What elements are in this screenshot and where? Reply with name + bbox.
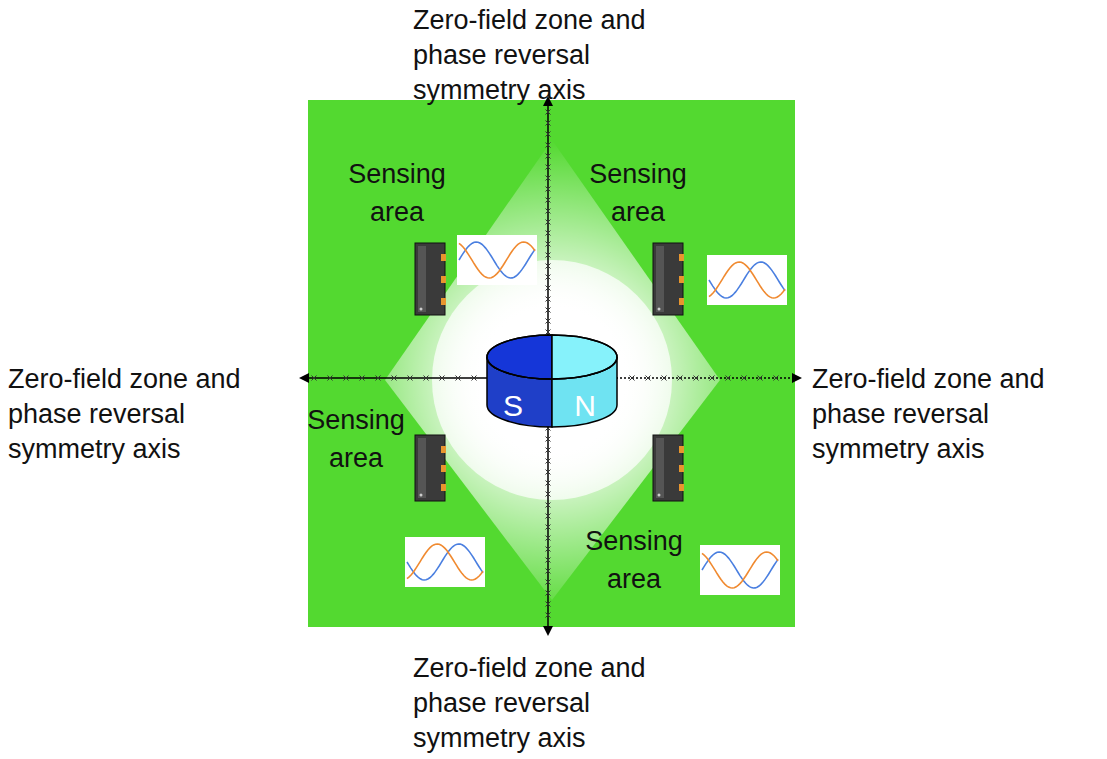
sensors	[415, 243, 684, 501]
waveform-box	[707, 255, 787, 305]
sensor-chip	[415, 243, 446, 315]
sensor-chip	[653, 435, 684, 501]
axis-label: Zero-field zone and phase reversal symme…	[8, 362, 278, 467]
pole-label: S	[500, 388, 526, 424]
area-label: Sensing area	[337, 155, 457, 231]
waveform-box	[405, 537, 485, 587]
zero-field-marks	[312, 110, 779, 618]
glow-diamond	[385, 140, 720, 600]
sensor-chip	[653, 243, 684, 315]
axis-label: Zero-field zone and phase reversal symme…	[413, 651, 683, 756]
area-label: Sensing area	[296, 401, 416, 477]
magnet	[487, 335, 617, 427]
pole-label: N	[570, 388, 600, 424]
axis-label: Zero-field zone and phase reversal symme…	[812, 362, 1082, 467]
waveform-box	[457, 235, 537, 285]
area-label: Sensing area	[578, 155, 698, 231]
axes	[301, 98, 800, 634]
glow	[432, 260, 672, 500]
axis-label: Zero-field zone and phase reversal symme…	[413, 3, 683, 108]
field-area	[308, 100, 795, 627]
waveform-box	[700, 545, 780, 595]
sensor-chip	[415, 435, 446, 501]
area-label: Sensing area	[574, 522, 694, 598]
